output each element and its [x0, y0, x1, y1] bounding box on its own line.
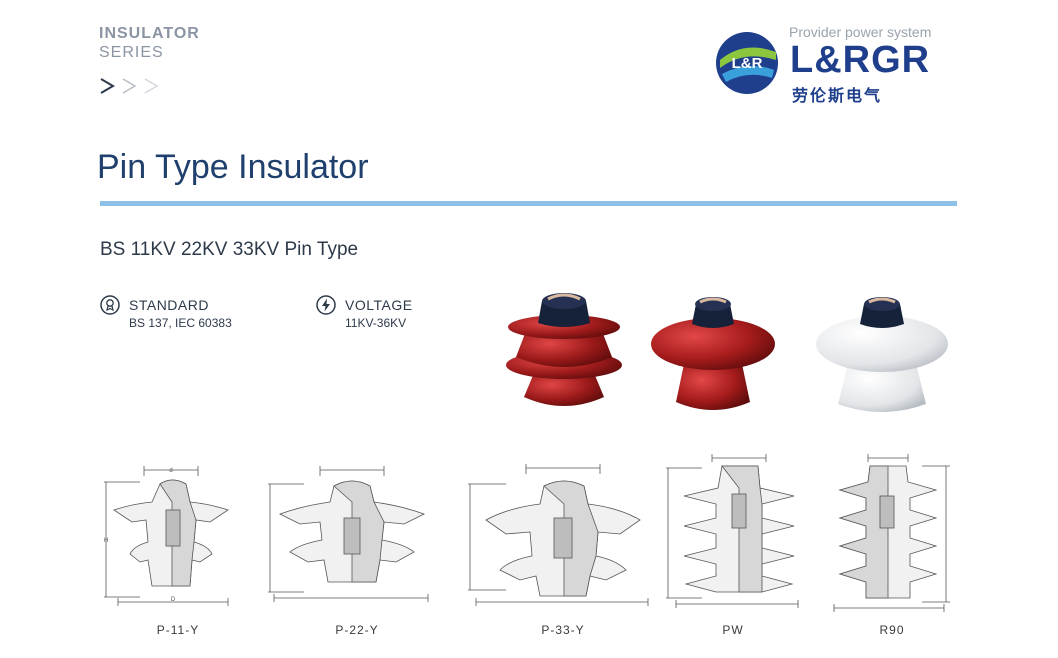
brand-logo-text: L&R: [732, 55, 763, 72]
drawing-pw: [666, 454, 799, 608]
spec-voltage-label: VOLTAGE: [345, 297, 413, 313]
page-title: Pin Type Insulator: [97, 148, 369, 186]
drawing-p-33-y: [468, 464, 649, 606]
drawing-p-22-y: [268, 466, 429, 602]
series-heading: INSULATOR SERIES: [99, 24, 200, 62]
spec-standard-value: BS 137, IEC 60383: [129, 316, 232, 330]
series-line-1: INSULATOR: [99, 25, 200, 42]
model-caption-pw: PW: [722, 623, 744, 637]
dim-label-H: H: [104, 538, 108, 544]
dim-label-D: D: [171, 597, 176, 603]
series-line-2: SERIES: [99, 44, 164, 61]
brand-tagline: Provider power system: [789, 24, 932, 40]
brand-chinese-name: 劳伦斯电气: [792, 88, 883, 105]
model-caption-p-11-y: P-11-Y: [156, 623, 200, 637]
model-caption-p-22-y: P-22-Y: [335, 623, 379, 637]
model-caption-p-33-y: P-33-Y: [541, 623, 585, 637]
insulator-photo-white: [816, 297, 948, 412]
certificate-icon: [100, 295, 120, 315]
brand-logo-icon: L&R: [716, 32, 778, 94]
dim-label-d: d: [169, 468, 172, 474]
title-divider: [100, 201, 957, 206]
page-subtitle: BS 11KV 22KV 33KV Pin Type: [100, 239, 359, 260]
brand-name: L&RGR: [790, 39, 931, 81]
lightning-icon: [316, 295, 336, 315]
drawing-p-11-y: d H D: [104, 466, 229, 606]
insulator-photo-red-single-shed: [651, 297, 775, 410]
spec-voltage-value: 11KV-36KV: [345, 316, 407, 330]
drawing-r90: [833, 454, 950, 612]
model-caption-r90: R90: [879, 623, 905, 637]
insulator-photo-red-double-shed: [506, 293, 622, 406]
spec-standard-label: STANDARD: [129, 297, 209, 313]
triple-chevron-right-icon: [100, 78, 159, 94]
brand-block: L&R Provider power system L&RGR 劳伦斯电气: [714, 24, 964, 105]
